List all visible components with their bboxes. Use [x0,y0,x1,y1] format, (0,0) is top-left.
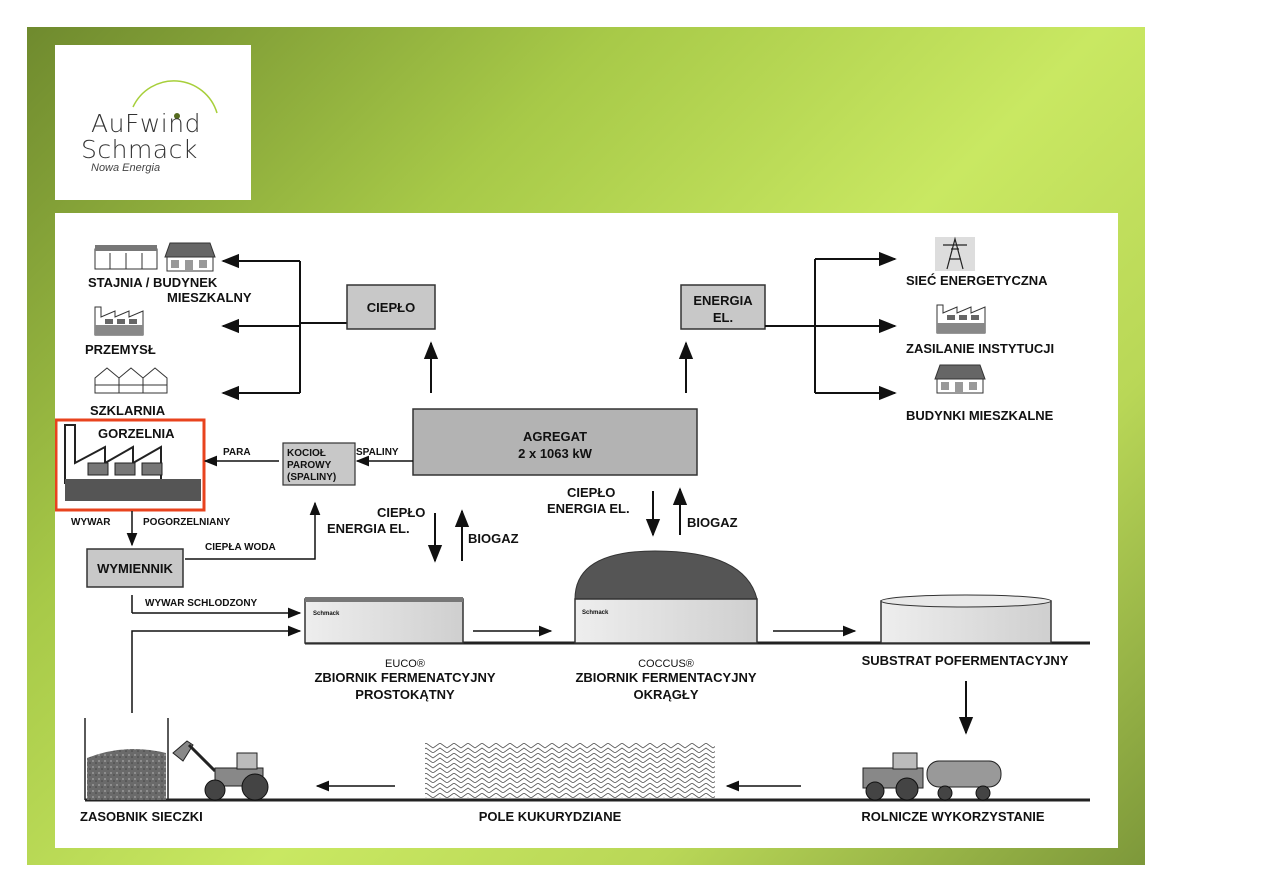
tanker-tractor-icon [862,752,1002,801]
generator-label: AGREGAT [523,429,587,444]
label-substrat: SUBSTRAT POFERMENTACYJNY [862,653,1069,668]
euco-label-1: ZBIORNIK FERMENATCYJNY [314,670,495,685]
label-energia-mid: ENERGIA EL. [547,501,630,516]
residential-house-icon [934,364,986,394]
euco-label-2: PROSTOKĄTNY [355,687,455,702]
heat-exchanger-label: WYMIENNIK [97,561,173,576]
electricity-box-label-2: EL. [713,310,733,325]
power-pylon-icon [935,236,975,271]
label-zasobnik: ZASOBNIK SIECZKI [80,809,203,824]
coccus-round-tank: Schmack [574,550,758,644]
logo-text-aufwind: AuFwind [91,109,201,138]
arrow-warm-water [185,501,321,560]
label-gorzelnia: GORZELNIA [98,426,175,441]
institution-building-icon [936,304,986,334]
euco-rectangular-tank: Schmack [304,597,464,644]
label-stajnia: STAJNIA / BUDYNEK [88,275,218,290]
electricity-box: ENERGIA EL. [680,284,766,330]
greenhouse-icon [94,367,168,394]
label-spaliny: SPALINY [356,447,399,458]
label-cieplo-mid: CIEPŁO [567,485,615,500]
generator-unit-box: AGREGAT 2 x 1063 kW [412,408,698,476]
label-para: PARA [223,447,251,458]
euco-brand-tag: Schmack [313,611,340,617]
stable-building-icon [94,245,158,270]
label-budynki: BUDYNKI MIESZKALNE [906,408,1054,423]
label-energia-left: ENERGIA EL. [327,521,410,536]
generator-capacity: 2 x 1063 kW [518,446,592,461]
label-szklarnia: SZKLARNIA [90,403,166,418]
coccus-brand: COCCUS® [638,658,694,670]
factory-icon [94,306,144,336]
label-cieplo-left: CIEPŁO [377,505,425,520]
coccus-label-2: OKRĄGŁY [634,687,699,702]
label-siec: SIEĆ ENERGETYCZNA [906,273,1048,288]
label-wywar: WYWAR [71,517,111,528]
distillery-icon [64,424,201,501]
label-rolnicze: ROLNICZE WYKORZYSTANIE [861,809,1045,824]
house-icon [164,242,216,272]
company-logo: AuFwind Schmack Nowa Energia [55,45,251,200]
label-mieszkalny: MIESZKALNY [167,290,252,305]
heat-exchanger-box: WYMIENNIK [86,548,184,588]
loader-tractor-icon [172,740,269,801]
euco-brand: EUCO® [385,658,425,670]
coccus-label-1: ZBIORNIK FERMENTACYJNY [575,670,756,685]
biogas-process-diagram: STAJNIA / BUDYNEK MIESZKALNY PRZEMYSŁ SZ… [55,213,1118,848]
steam-boiler-box: KOCIOŁ PAROWY (SPALINY) [282,442,356,486]
label-przemysl: PRZEMYSŁ [85,342,156,357]
electricity-box-label-1: ENERGIA [693,293,753,308]
corn-field-icon [425,743,715,798]
boiler-label-1: KOCIOŁ [287,448,326,459]
label-zasilanie: ZASILANIE INSTYTUCJI [906,341,1054,356]
label-wywar-schlodzony: WYWAR SCHLODZONY [145,598,258,609]
boiler-label-2: PAROWY [287,460,332,471]
electricity-distribution-arrows-right [765,251,897,401]
label-ciepla-woda: CIEPŁA WODA [205,542,276,553]
digestate-tank [880,594,1052,644]
label-pole: POLE KUKURYDZIANE [479,809,622,824]
label-biogaz-mid: BIOGAZ [687,515,738,530]
heat-box: CIEPŁO [346,284,436,330]
arrow-silage-to-euco [131,625,302,713]
label-pogorzelniany: POGORZELNIANY [143,517,231,528]
silage-storage-icon [84,718,169,800]
boiler-label-3: (SPALINY) [287,472,336,483]
label-biogaz-left: BIOGAZ [468,531,519,546]
heat-box-label: CIEPŁO [367,300,415,315]
logo-text-schmack: Schmack [81,135,198,164]
coccus-brand-tag: Schmack [582,610,609,616]
logo-text-tagline: Nowa Energia [91,162,161,174]
logo-arc [132,80,218,119]
heat-distribution-arrows-left [221,253,347,401]
